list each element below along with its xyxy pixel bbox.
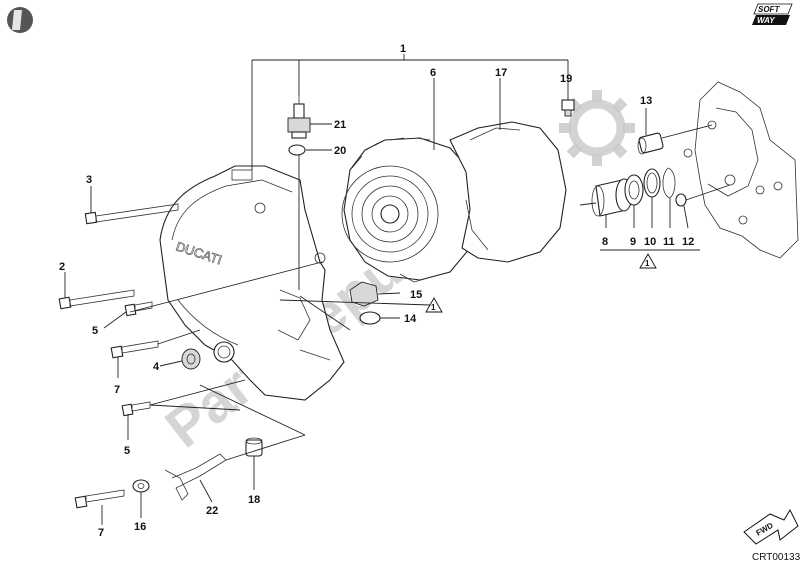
info-icon[interactable] [7,7,33,33]
label-16: 16 [134,521,146,533]
bearing-9[interactable] [624,174,644,206]
engine-case-outline [683,81,799,259]
screw-5a[interactable] [124,301,153,317]
label-5a: 5 [92,325,98,337]
o-ring-20[interactable] [288,144,306,156]
label-2: 2 [59,261,65,273]
screw-7a[interactable] [110,340,159,359]
sensor-21[interactable] [287,96,311,139]
spring-clip-22[interactable] [164,453,227,501]
diagram-code: CRT00133 [752,552,800,563]
washer-10[interactable] [643,168,661,198]
label-3: 3 [86,174,92,186]
label-22: 22 [206,505,218,517]
label-17: 17 [495,67,507,79]
softway-logo-line1: SOFT [758,5,780,14]
screw-5b[interactable] [121,401,151,417]
leader-lines [64,108,731,525]
note-marker-1b: 1 [639,253,657,269]
label-14: 14 [404,313,417,325]
screw-7b[interactable] [74,489,125,509]
label-19: 19 [560,73,572,85]
fwd-arrow-icon: FWD [743,508,799,545]
label-5b: 5 [124,445,130,457]
label-13: 13 [640,95,652,107]
o-ring-14[interactable] [359,311,381,325]
circlip-11[interactable] [662,167,676,199]
bearing-stack[interactable] [591,167,687,217]
label-18: 18 [248,494,260,506]
washer-16[interactable] [132,479,150,493]
label-15: 15 [410,289,422,301]
outer-cover[interactable] [449,121,567,263]
bolt-3[interactable] [84,203,179,225]
softway-logo-line2: WAY [757,16,775,25]
bolt-2[interactable] [58,289,135,310]
label-20: 20 [334,145,346,157]
label-11: 11 [663,236,675,248]
bushing-13[interactable] [637,132,664,155]
clutch-cover[interactable]: DUCATI [159,165,345,401]
label-7a: 7 [114,384,120,396]
note-marker-1a-text: 1 [431,303,436,312]
o-ring-12[interactable] [675,193,687,207]
seal-4[interactable] [181,348,201,370]
softway-logo: SOFT WAY [752,3,793,25]
assembly-bracket-1 [251,54,569,170]
note-marker-1a: 1 [425,297,443,313]
pressure-plate[interactable] [341,137,479,283]
label-9: 9 [630,236,636,248]
label-4: 4 [153,361,160,373]
callout-labels: 1 2 3 4 5 5 6 7 7 8 9 10 11 12 13 14 15 … [59,43,694,539]
label-10: 10 [644,236,656,248]
screw-19[interactable] [561,99,575,117]
gear-watermark-icon [559,90,635,166]
label-21: 21 [334,119,346,131]
label-7b: 7 [98,527,104,539]
note-marker-1b-text: 1 [645,259,650,268]
label-1: 1 [400,43,406,55]
label-6: 6 [430,67,436,79]
label-8: 8 [602,236,608,248]
label-12: 12 [682,236,694,248]
